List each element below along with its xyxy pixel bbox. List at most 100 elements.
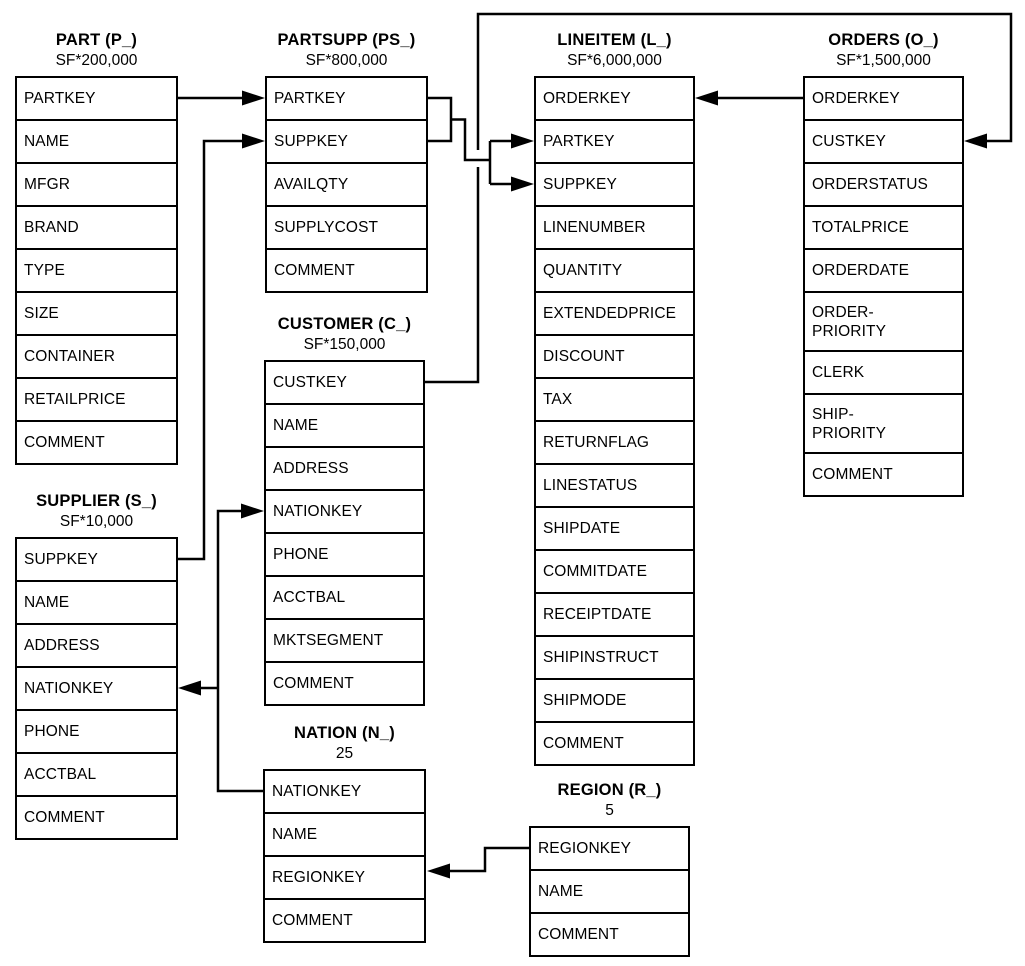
table-customer: CUSTOMER (C_) SF*150,000 CUSTKEY NAME ADDR…	[264, 315, 425, 706]
column-row-name: NAME	[15, 119, 178, 164]
column-label: PARTKEY	[24, 90, 96, 107]
column-label: CONTAINER	[24, 348, 116, 365]
column-label: SIZE	[24, 305, 59, 322]
column-label: ORDERKEY	[543, 90, 631, 107]
column-row-acctbal: ACCTBAL	[264, 575, 425, 620]
column-row-shipinstruct: SHIPINSTRUCT	[534, 635, 695, 680]
column-row-returnflag: RETURNFLAG	[534, 420, 695, 465]
column-row-name: NAME	[264, 403, 425, 448]
column-row-name: NAME	[15, 580, 178, 625]
column-label: ORDER- PRIORITY	[812, 303, 887, 340]
fk-partsupp-lineitem-line	[428, 96, 513, 186]
column-label: NATIONKEY	[24, 680, 114, 697]
column-row-clerk: CLERK	[803, 350, 964, 395]
column-row-nationkey: NATIONKEY	[15, 666, 178, 711]
column-label: EXTENDEDPRICE	[543, 305, 677, 322]
column-row-custkey: CUSTKEY	[264, 360, 425, 405]
column-row-quantity: QUANTITY	[534, 248, 695, 293]
column-row-availqty: AVAILQTY	[265, 162, 428, 207]
table-part-title: PART (P_)	[55, 31, 138, 49]
table-region-cardinality: 5	[605, 802, 614, 819]
column-row-orderkey: ORDERKEY	[803, 76, 964, 121]
column-row-comment: COMMENT	[15, 795, 178, 840]
table-region: REGION (R_) 5 REGIONKEY NAME COMMENT	[529, 781, 690, 957]
column-row-suppkey: SUPPKEY	[534, 162, 695, 207]
column-label: CUSTKEY	[812, 133, 886, 150]
table-nation-title: NATION (N_)	[294, 724, 395, 742]
column-row-mktsegment: MKTSEGMENT	[264, 618, 425, 663]
column-label: COMMENT	[812, 466, 893, 483]
column-label: SUPPLYCOST	[274, 219, 379, 236]
table-lineitem-cardinality: SF*6,000,000	[567, 52, 662, 69]
column-label: COMMENT	[274, 262, 355, 279]
fk-supplier-partsupp-arrowhead	[242, 133, 265, 149]
column-row-size: SIZE	[15, 291, 178, 336]
column-label: ADDRESS	[273, 460, 349, 477]
column-label: LINESTATUS	[543, 477, 638, 494]
column-label: PHONE	[24, 723, 80, 740]
fk-partsupp-lineitem-suppkey-arrowhead	[511, 176, 534, 192]
table-partsupp-cardinality: SF*800,000	[305, 52, 388, 69]
column-label: TAX	[543, 391, 573, 408]
column-row-comment: COMMENT	[529, 912, 690, 957]
fk-nation-customer-arrowhead	[241, 503, 264, 519]
column-label: NATIONKEY	[273, 503, 363, 520]
column-label: NAME	[24, 133, 70, 150]
column-row-linestatus: LINESTATUS	[534, 463, 695, 508]
table-region-columns: REGIONKEY NAME COMMENT	[529, 826, 690, 957]
column-row-suppkey: SUPPKEY	[15, 537, 178, 582]
column-row-partkey: PARTKEY	[265, 76, 428, 121]
table-region-title: REGION (R_)	[557, 781, 662, 799]
fk-partsupp-lineitem-partkey-arrowhead	[511, 133, 534, 149]
column-row-custkey: CUSTKEY	[803, 119, 964, 164]
column-row-comment: COMMENT	[265, 248, 428, 293]
column-label: COMMITDATE	[543, 563, 648, 580]
column-label: REGIONKEY	[272, 869, 366, 886]
column-label: RETAILPRICE	[24, 391, 126, 408]
table-customer-title: CUSTOMER (C_)	[277, 315, 412, 333]
table-customer-cardinality: SF*150,000	[303, 336, 386, 353]
column-row-regionkey: REGIONKEY	[529, 826, 690, 871]
column-label: REGIONKEY	[538, 840, 632, 857]
column-row-discount: DISCOUNT	[534, 334, 695, 379]
table-nation-header: NATION (N_) 25	[253, 723, 436, 764]
column-row-receiptdate: RECEIPTDATE	[534, 592, 695, 637]
column-row-mfgr: MFGR	[15, 162, 178, 207]
column-label: NAME	[538, 883, 584, 900]
column-row-regionkey: REGIONKEY	[263, 855, 426, 900]
column-label: PARTKEY	[274, 90, 346, 107]
column-label: SHIPMODE	[543, 692, 627, 709]
column-row-totalprice: TOTALPRICE	[803, 205, 964, 250]
column-label: COMMENT	[273, 675, 354, 692]
column-label: COMMENT	[24, 434, 105, 451]
column-row-shipdate: SHIPDATE	[534, 506, 695, 551]
column-row-partkey: PARTKEY	[534, 119, 695, 164]
column-row-address: ADDRESS	[15, 623, 178, 668]
column-row-comment: COMMENT	[263, 898, 426, 943]
table-partsupp-header: PARTSUPP (PS_) SF*800,000	[255, 30, 438, 71]
column-label: RETURNFLAG	[543, 434, 650, 451]
table-orders-title: ORDERS (O_)	[828, 31, 939, 49]
column-row-order-priority: ORDER- PRIORITY	[803, 291, 964, 352]
column-row-phone: PHONE	[15, 709, 178, 754]
column-label: NATIONKEY	[272, 783, 362, 800]
column-label: PARTKEY	[543, 133, 615, 150]
column-row-supplycost: SUPPLYCOST	[265, 205, 428, 250]
column-label: CUSTKEY	[273, 374, 347, 391]
column-row-linenumber: LINENUMBER	[534, 205, 695, 250]
table-partsupp-title: PARTSUPP (PS_)	[277, 31, 416, 49]
column-label: NAME	[273, 417, 319, 434]
column-label: COMMENT	[543, 735, 624, 752]
column-label: DISCOUNT	[543, 348, 625, 365]
table-part-header: PART (P_) SF*200,000	[5, 30, 188, 71]
column-row-nationkey: NATIONKEY	[264, 489, 425, 534]
column-row-comment: COMMENT	[803, 452, 964, 497]
